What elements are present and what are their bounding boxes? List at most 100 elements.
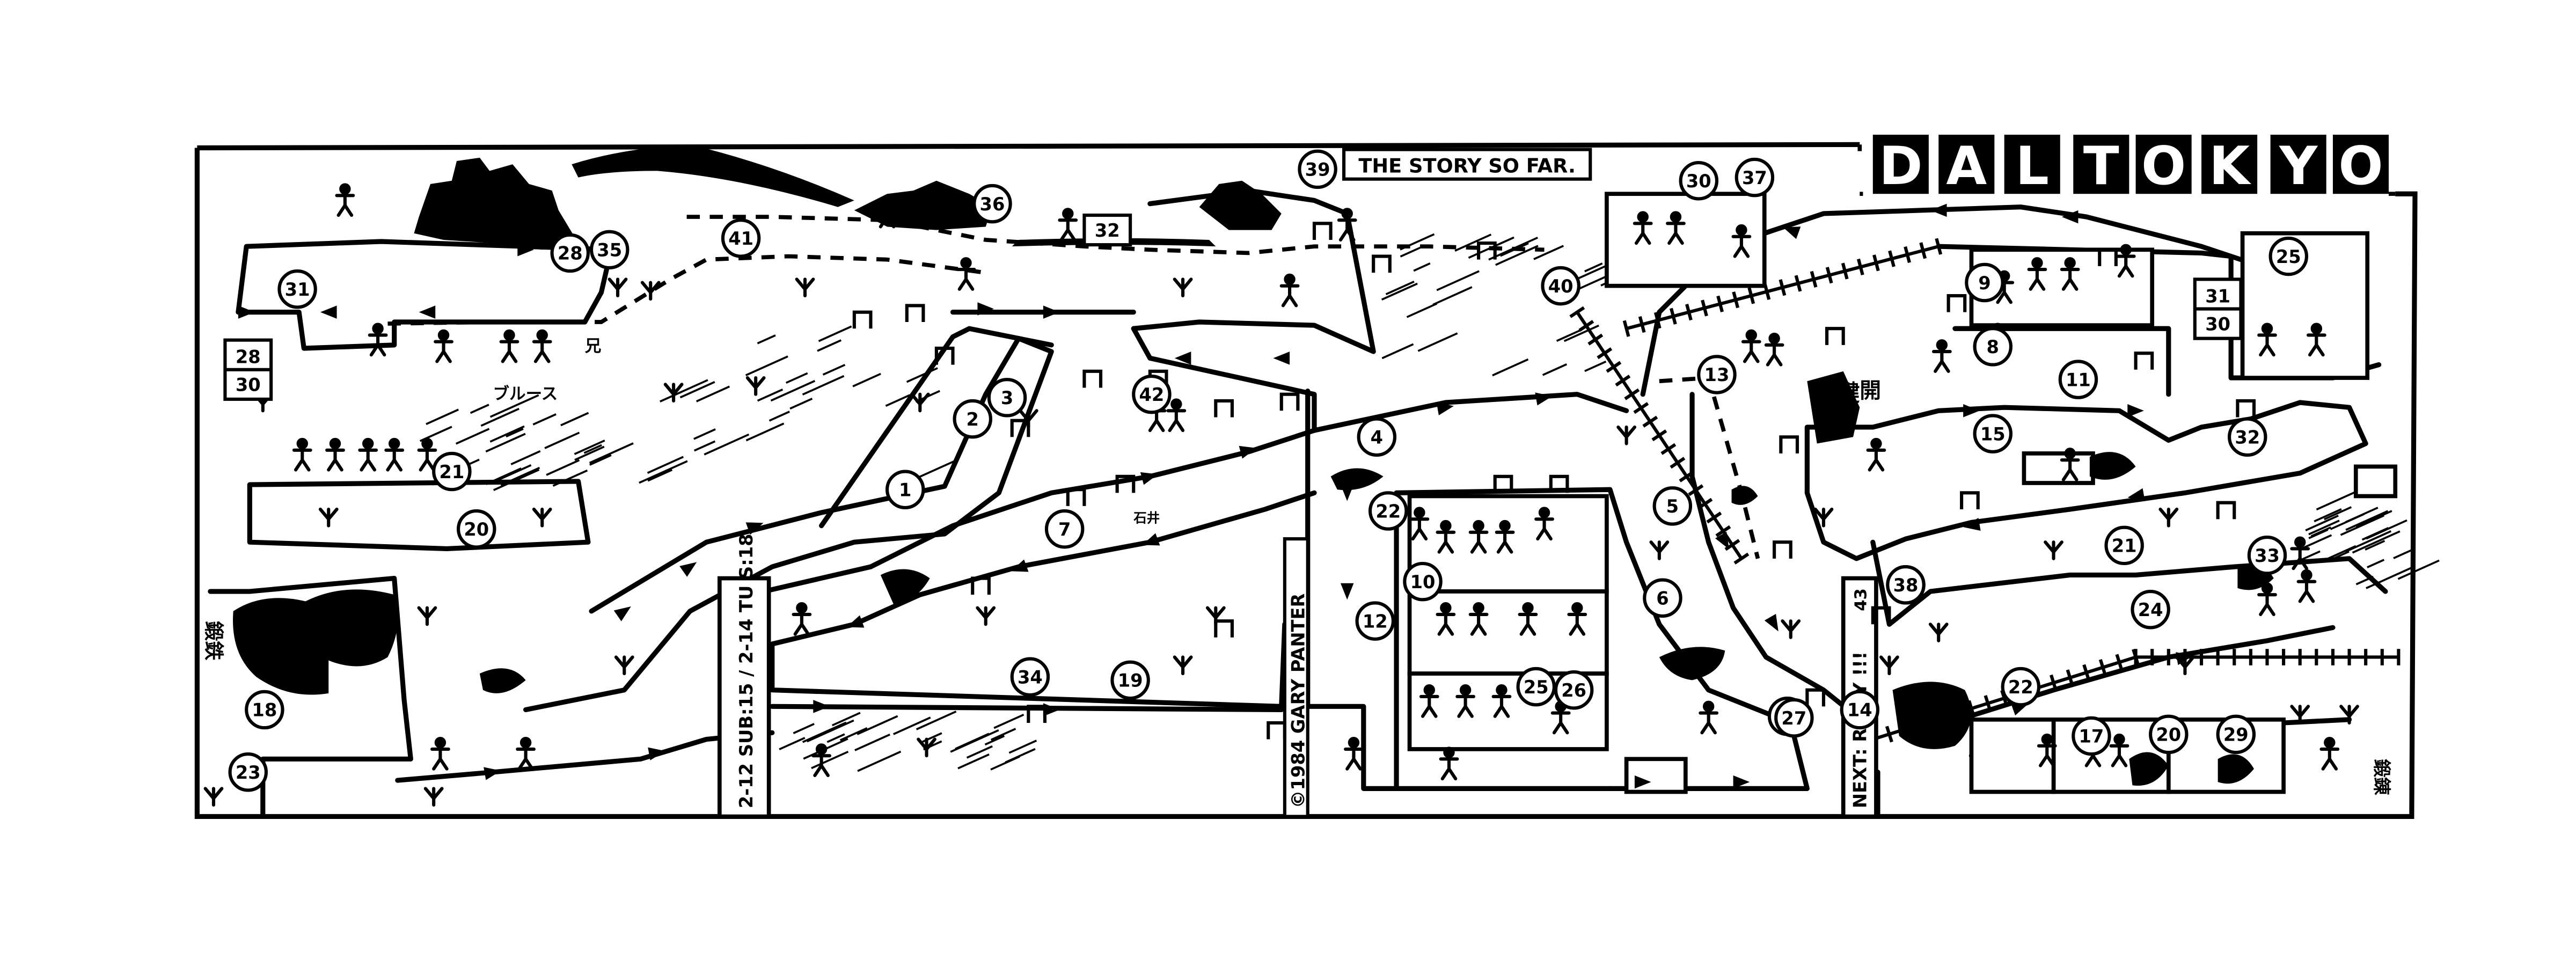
- gate-symbols: [852, 222, 2256, 740]
- rail-tie: [2098, 659, 2107, 676]
- hatch-stroke: [589, 454, 612, 466]
- number-marker: 17: [2072, 716, 2111, 756]
- rail-tie: [1919, 242, 1927, 259]
- plant-sprout: [318, 507, 339, 528]
- hatch-stroke: [892, 716, 931, 735]
- number-label: 36: [980, 194, 1005, 215]
- path-arrow: [1634, 775, 1651, 789]
- dashed-paths: [387, 215, 1760, 559]
- hatch-stroke: [966, 745, 993, 759]
- hatch-stroke: [1492, 358, 1529, 377]
- gate-symbol: [1214, 619, 1234, 638]
- stick-figure: [2109, 733, 2129, 767]
- number-marker: 24: [2131, 589, 2170, 630]
- number-marker: 37: [1735, 157, 1775, 197]
- number-label: 13: [1704, 364, 1730, 385]
- stick-figure: [2319, 736, 2340, 771]
- rail-tie: [1888, 250, 1896, 267]
- gate-symbol: [1871, 606, 1891, 625]
- hatch-stroke: [2352, 530, 2401, 554]
- plant-sprout: [2339, 705, 2359, 724]
- rail-tie: [1597, 347, 1613, 360]
- number-label: 12: [1363, 611, 1388, 632]
- rail-tie: [1904, 246, 1911, 264]
- number-marker: 19: [1110, 660, 1150, 700]
- hatch-stroke: [693, 440, 716, 452]
- title-letter: L: [2004, 135, 2060, 197]
- path-arrow: [745, 522, 764, 535]
- hatch-stroke: [2299, 534, 2332, 551]
- path-arrow: [613, 606, 631, 621]
- plant-sprout: [1928, 623, 1949, 642]
- gate-symbol: [1825, 327, 1845, 345]
- rail-tie: [2066, 669, 2074, 686]
- gate-symbol: [1477, 241, 1497, 260]
- stick-figure: [2296, 569, 2317, 603]
- plant-sprout: [917, 737, 936, 758]
- hatch-stroke: [2393, 547, 2416, 559]
- hatch-stroke: [785, 372, 808, 384]
- number-label: 35: [597, 240, 622, 261]
- number-marker: 10: [1403, 561, 1443, 602]
- hatch-stroke: [1436, 270, 1480, 291]
- stick-figure: [499, 329, 519, 363]
- plant-sprout: [417, 606, 437, 626]
- hatch-stroke: [993, 713, 1024, 729]
- hatch-stroke: [2324, 545, 2357, 561]
- hatch-stroke: [679, 380, 715, 399]
- number-marker: 1: [885, 470, 925, 509]
- japanese-labels: ブルース 兄 鍵 開 鍛鉄 鍛錬 石井: [202, 337, 2392, 795]
- next-number: 43: [1852, 588, 1871, 611]
- hatch-stroke: [1400, 245, 1424, 258]
- number-label: 41: [728, 228, 753, 249]
- number-marker: 6: [1643, 578, 1682, 618]
- hatch-stroke: [510, 450, 541, 465]
- rail-tie: [1935, 238, 1943, 255]
- hatch-stroke: [745, 422, 785, 442]
- copyright-text: ©1984 GARY PANTER: [1288, 594, 1309, 809]
- number-marker: 36: [972, 184, 1012, 224]
- gate-symbol: [1115, 474, 1136, 493]
- stick-figure: [956, 257, 976, 291]
- hatch-stroke: [885, 394, 911, 407]
- rail-tie: [2050, 674, 2058, 691]
- title-letter-text: A: [1946, 136, 1987, 197]
- stick-figure: [368, 323, 388, 357]
- number-label: 32: [1095, 220, 1120, 241]
- path-arrow: [1174, 352, 1191, 365]
- stick-figure: [417, 437, 437, 472]
- kanji-label-3: 開: [1860, 378, 1881, 403]
- stick-figure: [1468, 519, 1489, 554]
- number-label: 5: [1666, 496, 1679, 517]
- hatch-stroke: [480, 407, 519, 427]
- rail-tie: [1679, 470, 1695, 482]
- hatch-stroke: [817, 339, 842, 352]
- hatch-stroke: [704, 433, 750, 456]
- hatch-stroke: [2397, 559, 2440, 580]
- hatch-stroke: [1381, 282, 1418, 301]
- title-letter: D: [1872, 135, 1929, 197]
- plant-sprout: [976, 606, 996, 626]
- plant-sprout: [1173, 277, 1193, 298]
- number-label: 23: [236, 762, 261, 783]
- hatch-stroke: [1556, 328, 1583, 342]
- hatch-stroke: [769, 411, 790, 422]
- stick-figure: [1534, 507, 1554, 541]
- plant-sprout: [608, 277, 628, 298]
- rail-tie: [1624, 388, 1640, 400]
- stick-figure: [1337, 208, 1357, 241]
- stick-figure: [1436, 602, 1456, 636]
- number-marker: 15: [1973, 414, 2012, 453]
- number-label: 6: [1656, 588, 1668, 609]
- stick-figure: [1409, 507, 1430, 541]
- stick-figure: [2060, 257, 2080, 291]
- rail-tie: [1653, 312, 1662, 329]
- hatch-stroke: [2324, 506, 2352, 521]
- story-caption-box: THE STORY SO FAR.: [1342, 148, 1592, 181]
- stick-figure: [1439, 747, 1459, 781]
- numbered-markers: 1234567891011121314151617181920202121222…: [228, 149, 2309, 792]
- stacked-top: 28: [236, 347, 261, 368]
- stick-figure: [1468, 602, 1489, 636]
- hatch-stroke: [854, 733, 890, 751]
- hatch-stroke: [802, 375, 845, 396]
